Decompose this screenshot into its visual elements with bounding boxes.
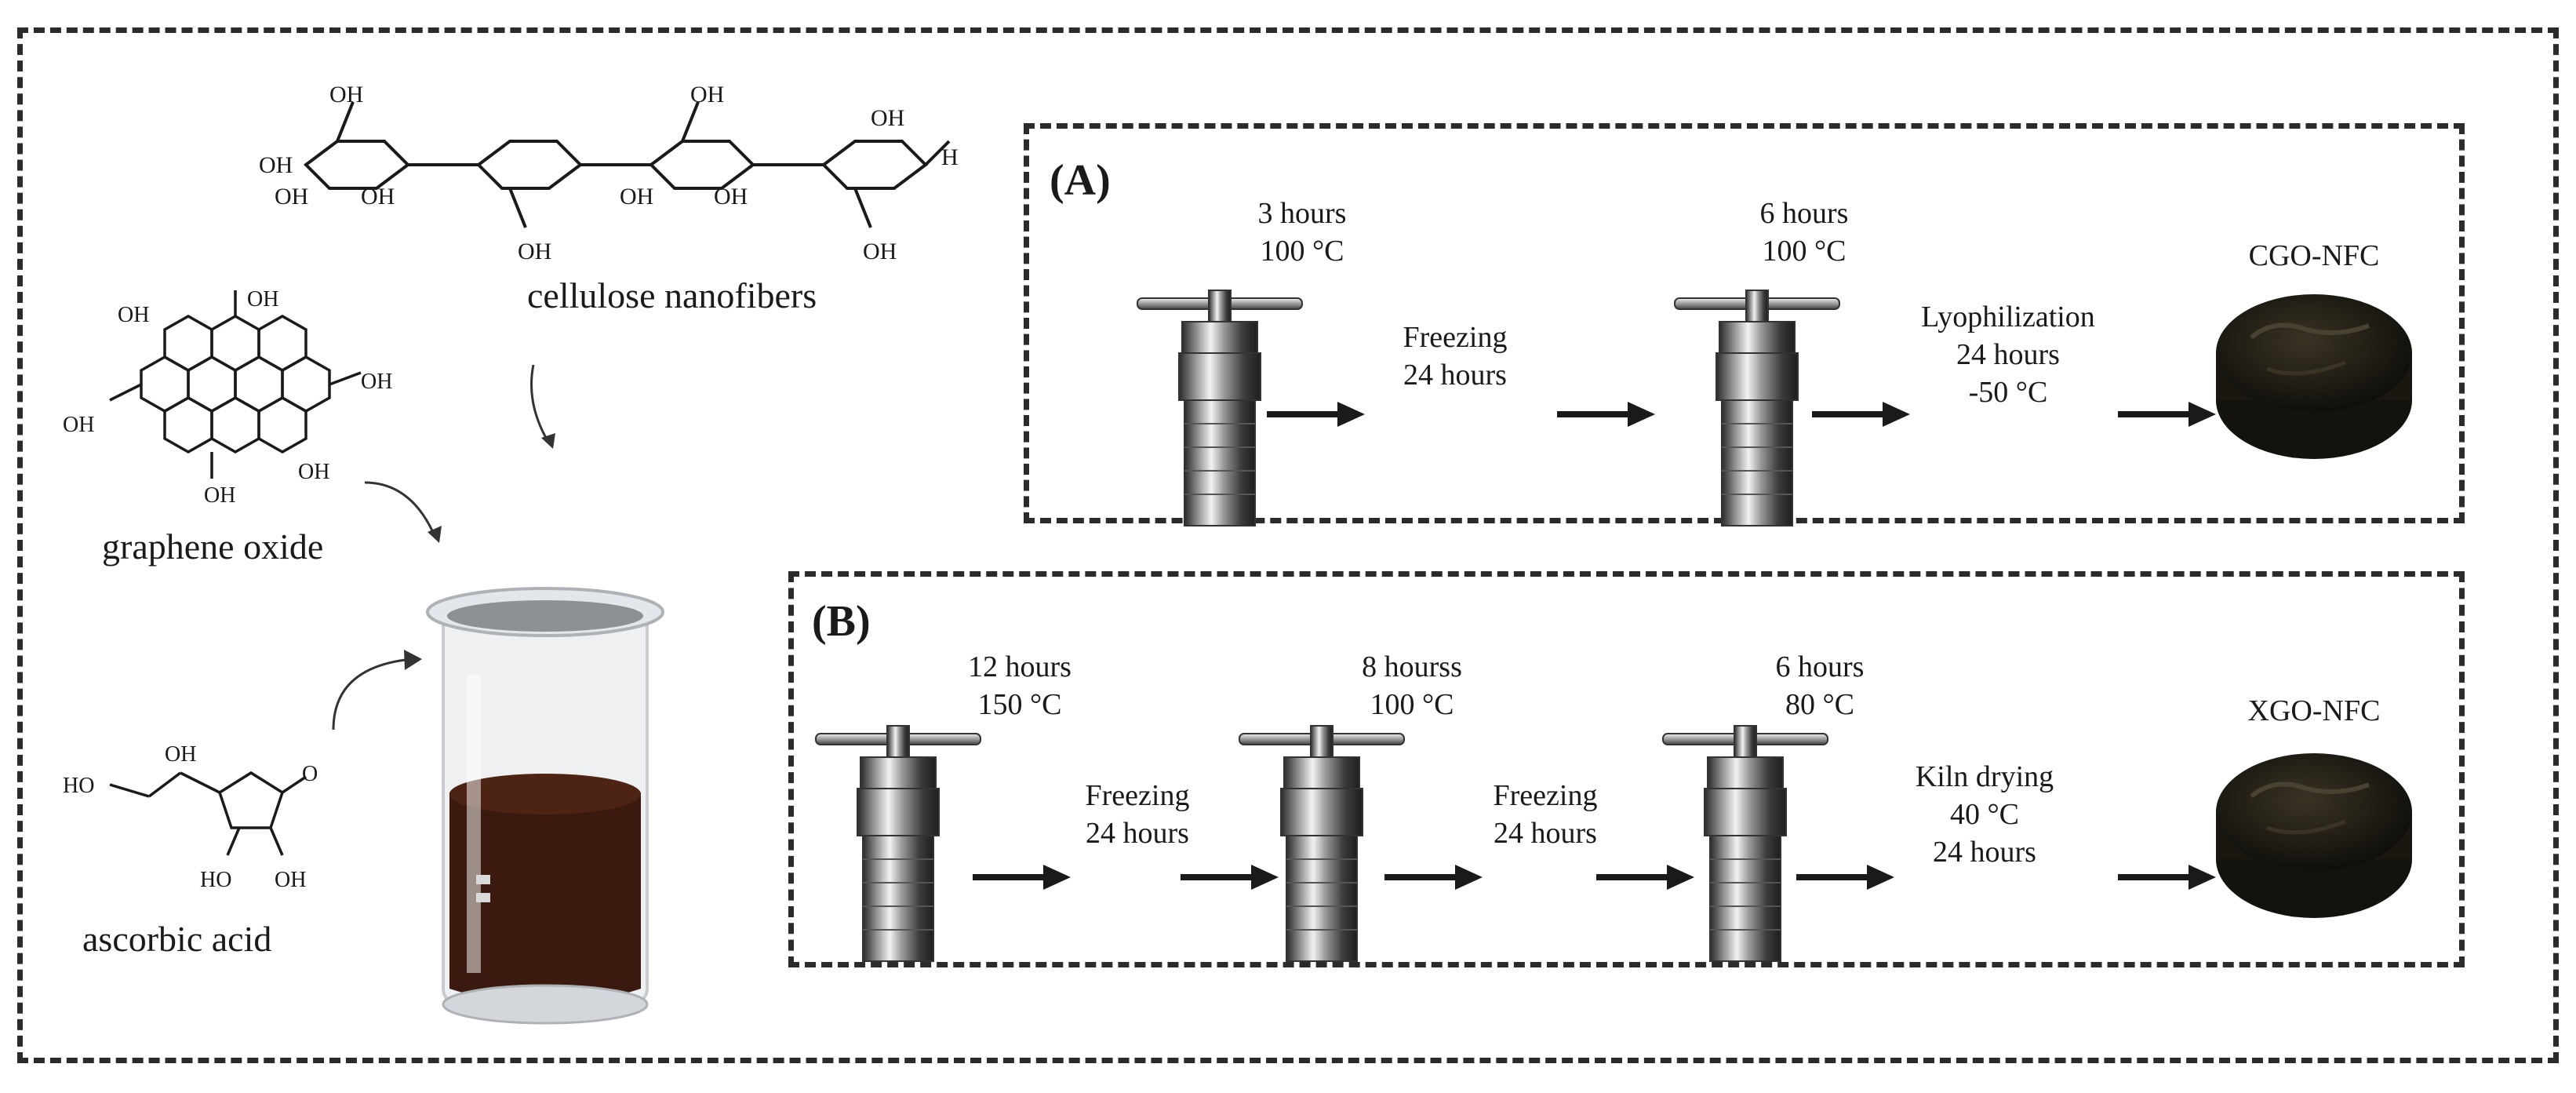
panel-b-kiln-line1: Kiln drying xyxy=(1915,760,2054,793)
panel-a-freeze-line2: 24 hours xyxy=(1403,359,1507,392)
autoclave-icon xyxy=(1137,290,1303,526)
curved-arrow xyxy=(530,364,555,449)
oh-label: OH xyxy=(63,413,94,437)
panel-b-kiln-line3: 24 hours xyxy=(1933,836,2036,869)
panel-a-step2-line1: 6 hours xyxy=(1759,197,1849,230)
curved-arrow xyxy=(332,650,422,730)
ascorbic-acid-label: ascorbic acid xyxy=(82,919,272,959)
oh-label: OH xyxy=(329,82,363,107)
panel-b-freeze1-line1: Freezing xyxy=(1085,779,1190,812)
oh-label: OH xyxy=(165,742,196,767)
panel-a-lyophilization-line2: 24 hours xyxy=(1956,338,2060,371)
panel-a-lyophilization-line1: Lyophilization xyxy=(1921,301,2095,333)
cellulose-structure: OH OH OH OH OH OH OH OH OH OH H xyxy=(259,82,959,264)
panel-b-step2-line1: 8 hourss xyxy=(1362,650,1462,683)
panel-b-freeze2-line2: 24 hours xyxy=(1494,817,1597,850)
panel-b-letter: (B) xyxy=(812,597,871,646)
outer-frame xyxy=(17,27,2559,1063)
panel-b-frame xyxy=(788,571,2465,967)
panel-b-step1-line2: 150 °C xyxy=(977,688,1062,721)
panel-a-step1-line2: 100 °C xyxy=(1260,235,1344,268)
beaker xyxy=(426,587,664,1025)
panel-b-freeze2-line1: Freezing xyxy=(1493,779,1598,812)
arrow-icon xyxy=(1557,414,1565,422)
panel-b-freeze1-line2: 24 hours xyxy=(1086,817,1189,850)
o-label: O xyxy=(302,762,318,786)
oh-label: OH xyxy=(275,184,308,209)
arrow-icon xyxy=(2118,877,2126,885)
ho-label: HO xyxy=(200,868,231,892)
oh-label: OH xyxy=(714,184,748,209)
arrow-icon xyxy=(1812,414,1820,422)
graphene-oxide-structure: OH OH OH OH OH OH xyxy=(63,287,392,508)
autoclave-icon xyxy=(1674,290,1840,526)
oh-label: OH xyxy=(204,483,235,508)
autoclave-icon xyxy=(1239,725,1405,962)
oh-label: OH xyxy=(518,239,551,264)
oh-label: OH xyxy=(620,184,653,209)
oh-label: OH xyxy=(361,370,392,394)
graphene-oxide-label: graphene oxide xyxy=(102,526,324,567)
cellulose-label: cellulose nanofibers xyxy=(527,275,817,315)
ho-label: HO xyxy=(63,774,94,798)
oh-label: OH xyxy=(247,287,278,312)
panel-b-step3-line2: 80 °C xyxy=(1785,688,1855,721)
panel-a-lyophilization-line3: -50 °C xyxy=(1968,376,2048,409)
oh-label: OH xyxy=(118,303,149,327)
ascorbic-acid-structure: HO OH HO OH O xyxy=(63,742,318,892)
panel-a-step1-line1: 3 hours xyxy=(1257,197,1347,230)
arrow-icon xyxy=(2118,414,2126,422)
curved-arrow xyxy=(364,481,442,543)
arrow-icon xyxy=(1596,877,1604,885)
panel-b-kiln-line2: 40 °C xyxy=(1949,798,2020,831)
cgo-nfc-aerogel xyxy=(2314,369,2322,377)
oh-label: OH xyxy=(863,239,897,264)
autoclave-icon xyxy=(815,725,981,962)
autoclave-icon xyxy=(1662,725,1828,962)
arrow-icon xyxy=(1181,877,1188,885)
oh-label: OH xyxy=(361,184,395,209)
panel-a-freeze-line1: Freezing xyxy=(1403,321,1508,354)
arrow-icon xyxy=(1267,414,1275,422)
oh-label: OH xyxy=(690,82,724,107)
xgo-nfc-aerogel xyxy=(2314,828,2322,836)
panel-a-letter: (A) xyxy=(1050,156,1111,205)
oh-label: OH xyxy=(298,460,329,484)
arrow-icon xyxy=(973,877,981,885)
arrow-icon xyxy=(1796,877,1804,885)
h-label: H xyxy=(941,144,959,170)
panel-b-step2-line2: 100 °C xyxy=(1370,688,1454,721)
panel-a-step2-line2: 100 °C xyxy=(1762,235,1846,268)
oh-label: OH xyxy=(275,868,306,892)
oh-label: OH xyxy=(259,152,293,178)
oh-label: OH xyxy=(871,105,904,131)
arrow-icon xyxy=(1384,877,1392,885)
panel-a-product-label: CGO-NFC xyxy=(2248,239,2380,272)
panel-b-step1-line1: 12 hours xyxy=(968,650,1072,683)
panel-b-product-label: XGO-NFC xyxy=(2247,694,2381,727)
panel-b-step3-line1: 6 hours xyxy=(1775,650,1865,683)
